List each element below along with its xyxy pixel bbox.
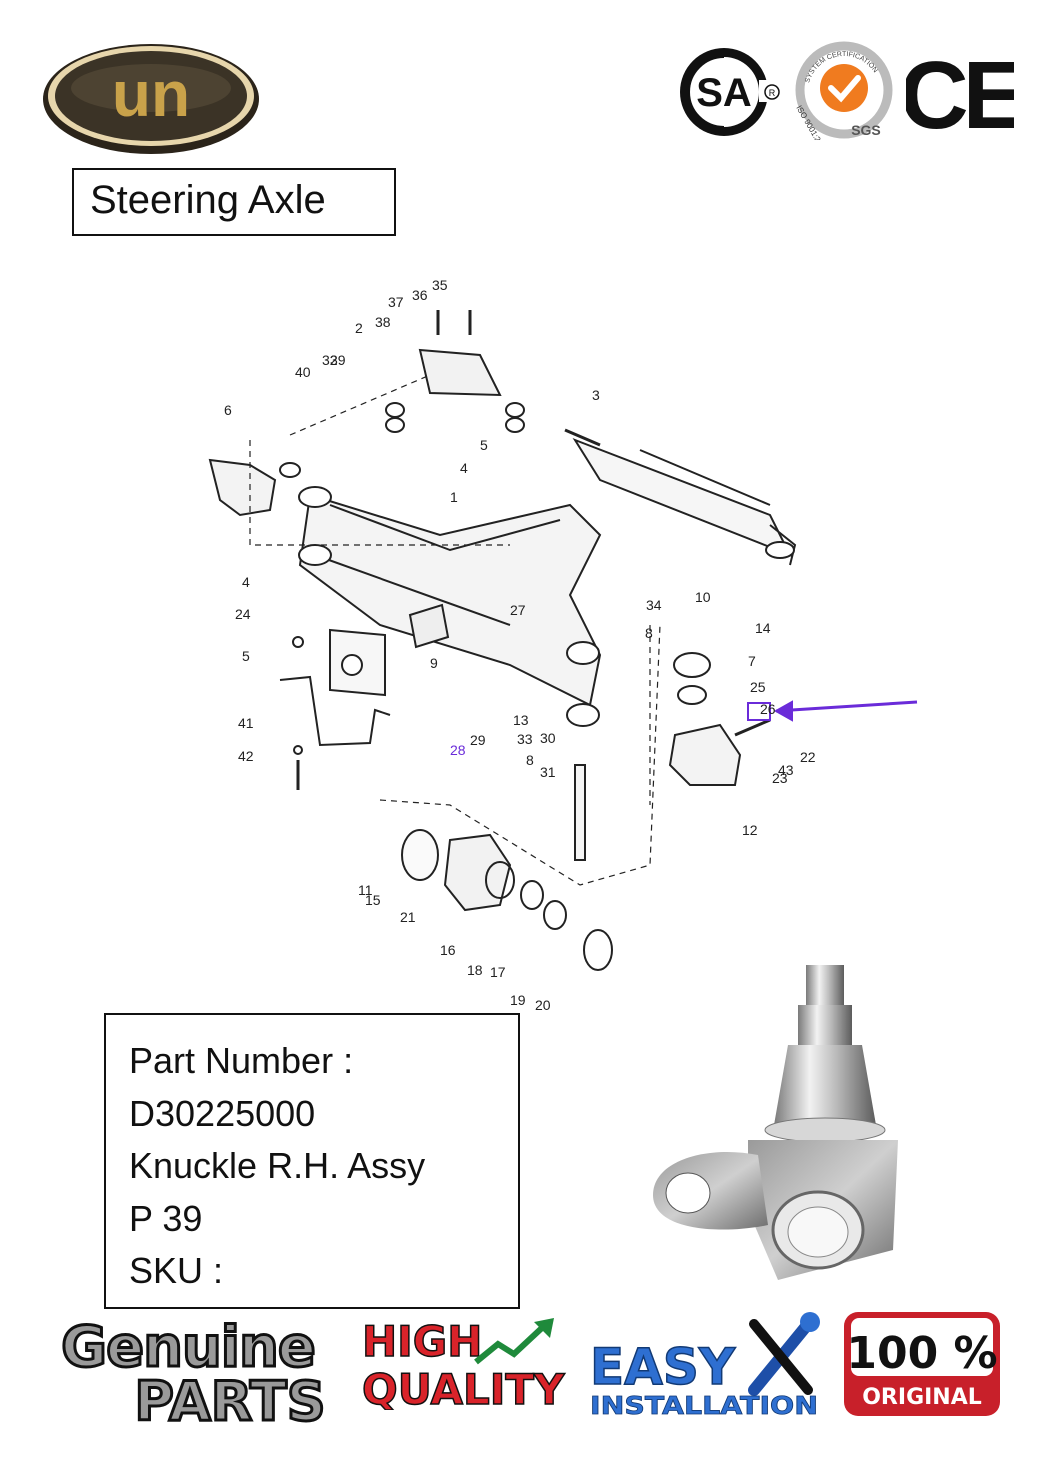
original-badge-line2: ORIGINAL bbox=[862, 1385, 982, 1410]
original-badge-line1: 100 % bbox=[846, 1328, 997, 1379]
callout-4: 4 bbox=[460, 460, 468, 476]
callout-2: 2 bbox=[355, 320, 363, 336]
callout-27: 27 bbox=[510, 602, 526, 618]
easy-installation-badge: EASY INSTALLATION bbox=[589, 1312, 820, 1420]
genuine-parts-badge: Genuine PARTS bbox=[60, 1314, 328, 1429]
callout-36: 36 bbox=[412, 287, 428, 303]
callout-31: 31 bbox=[540, 764, 556, 780]
callout-33: 33 bbox=[517, 731, 533, 747]
callout-26: 26 bbox=[760, 701, 776, 717]
callout-25: 25 bbox=[750, 679, 766, 695]
callout-8: 8 bbox=[645, 625, 653, 641]
callout-19: 19 bbox=[510, 992, 526, 1008]
easy-badge-line1: EASY bbox=[590, 1338, 736, 1396]
callout-29: 29 bbox=[470, 732, 486, 748]
callout-41: 41 bbox=[238, 715, 254, 731]
callout-6: 6 bbox=[224, 402, 232, 418]
high-quality-badge: HIGH QUALITY bbox=[361, 1316, 566, 1410]
easy-badge-line2: INSTALLATION bbox=[590, 1391, 818, 1420]
callout-5: 5 bbox=[242, 648, 250, 664]
callout-15: 15 bbox=[365, 892, 381, 908]
callout-12: 12 bbox=[742, 822, 758, 838]
callout-16: 16 bbox=[440, 942, 456, 958]
callout-28: 28 bbox=[450, 742, 466, 758]
csa-letters: SA bbox=[696, 71, 752, 115]
callout-11: 11 bbox=[358, 882, 373, 898]
ce-mark-icon: CE bbox=[906, 42, 1014, 140]
callout-20: 20 bbox=[535, 997, 551, 1013]
callout-1: 1 bbox=[450, 489, 458, 505]
callout-32: 32 bbox=[322, 352, 338, 368]
brand-logo-text: un bbox=[112, 58, 190, 130]
sgs-name-text: SGS bbox=[851, 122, 881, 138]
callout-30: 30 bbox=[540, 730, 556, 746]
callout-23: 23 bbox=[772, 770, 788, 786]
knuckle-part-photo bbox=[653, 965, 898, 1280]
callout-8: 8 bbox=[526, 752, 534, 768]
genuine-badge-line2: PARTS bbox=[134, 1370, 325, 1428]
quality-badge-line2: QUALITY bbox=[362, 1365, 565, 1410]
part-number-label: Part Number : bbox=[129, 1040, 354, 1081]
part-position: P 39 bbox=[129, 1197, 203, 1239]
callout-43: 43 bbox=[778, 762, 794, 778]
callout-38: 38 bbox=[375, 314, 391, 330]
callout-22: 22 bbox=[800, 749, 816, 765]
callout-10: 10 bbox=[695, 589, 711, 605]
quality-badge-line1: HIGH bbox=[362, 1317, 482, 1366]
callout-13: 13 bbox=[513, 712, 529, 728]
callout-18: 18 bbox=[467, 962, 483, 978]
callout-35: 35 bbox=[432, 277, 448, 293]
callout-42: 42 bbox=[238, 748, 254, 764]
page-title: Steering Axle bbox=[90, 178, 326, 222]
genuine-badge-line1: Genuine bbox=[61, 1315, 315, 1380]
page-title-box: Steering Axle bbox=[72, 168, 396, 236]
part-description: Knuckle R.H. Assy bbox=[129, 1145, 426, 1186]
sgs-iso-text: ISO 9001:2008 bbox=[794, 104, 829, 140]
callout-40: 40 bbox=[295, 364, 311, 380]
sku-label: SKU : bbox=[129, 1250, 224, 1291]
svg-text:R: R bbox=[769, 88, 776, 98]
callout-34: 34 bbox=[646, 597, 662, 613]
callout-4: 4 bbox=[242, 574, 250, 590]
brand-logo: un bbox=[43, 44, 259, 154]
original-badge: 100 % ORIGINAL bbox=[844, 1312, 1000, 1416]
ce-letters: CE bbox=[906, 42, 1014, 140]
callout-21: 21 bbox=[400, 909, 416, 925]
part-number-value: D30225000 bbox=[129, 1092, 316, 1134]
callout-14: 14 bbox=[755, 620, 771, 636]
callout-9: 9 bbox=[430, 655, 438, 671]
part-info-box: Part Number : D30225000 Knuckle R.H. Ass… bbox=[104, 1013, 520, 1309]
callout-5: 5 bbox=[480, 437, 488, 453]
callout-37: 37 bbox=[388, 294, 404, 310]
callout-17: 17 bbox=[490, 964, 506, 980]
csa-certification-icon: SA R bbox=[680, 48, 780, 136]
callout-7: 7 bbox=[748, 653, 756, 669]
tools-icon bbox=[748, 1312, 820, 1396]
callout-3: 3 bbox=[592, 387, 600, 403]
callout-24: 24 bbox=[235, 606, 251, 622]
callout-39: 39 bbox=[330, 352, 346, 368]
sgs-iso-certification-icon: SYSTEM CERTIFICATION ISO 9001:2008 SGS bbox=[794, 41, 893, 140]
